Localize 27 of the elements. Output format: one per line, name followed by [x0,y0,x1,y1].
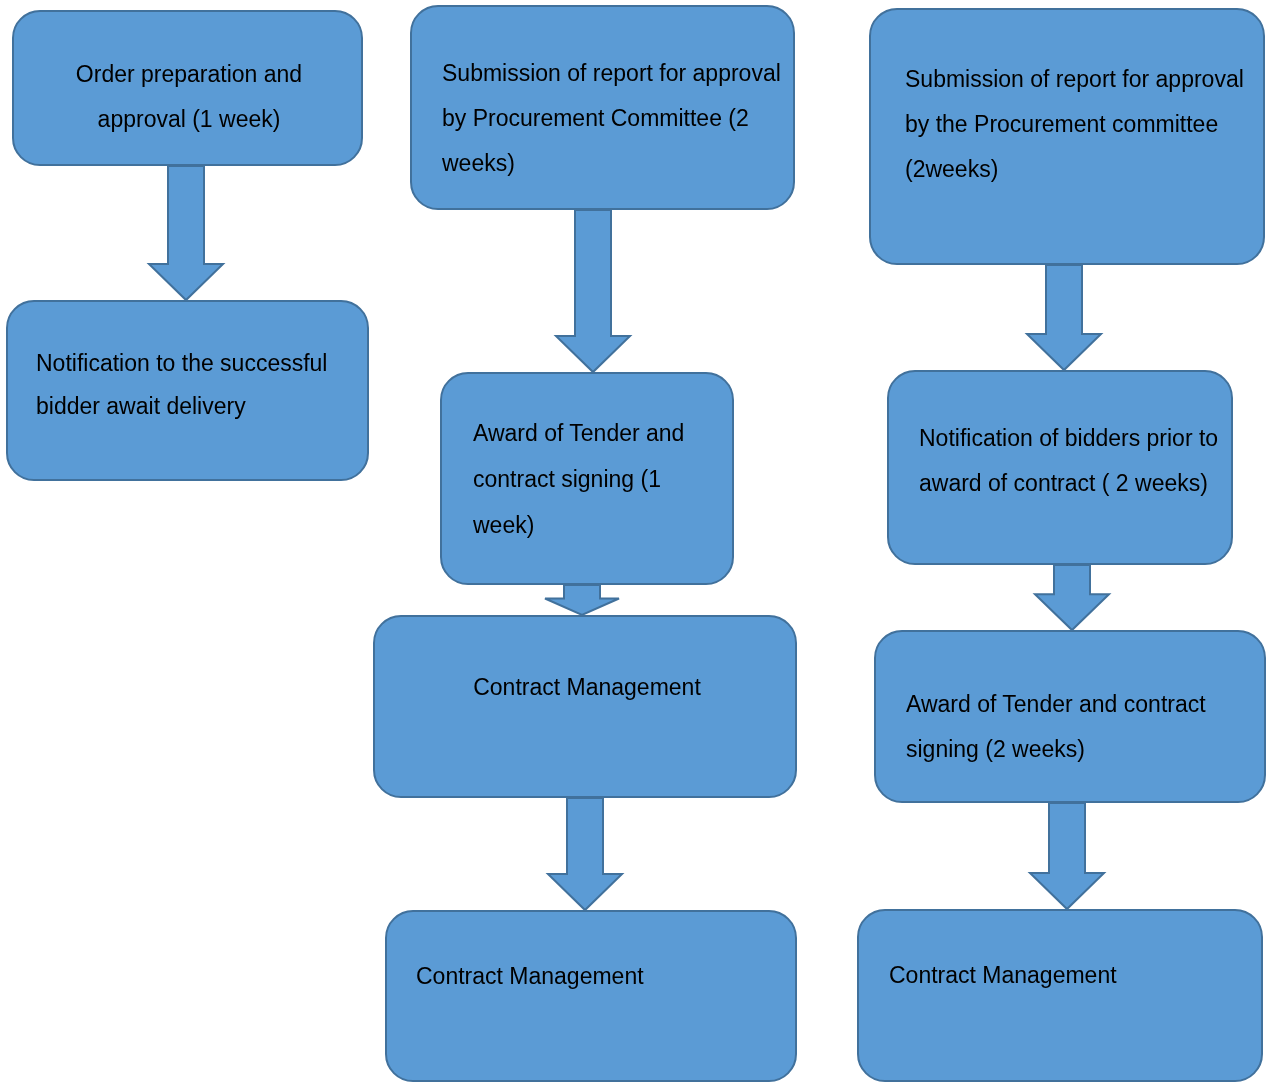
block-arrow [545,797,625,912]
process-box [857,909,1263,1082]
step-text: Contract Management [472,673,702,702]
step-text: Order preparation and approval (1 week) [74,60,304,134]
process-box [385,910,797,1082]
step-text: Submission of report for approval by the Procurement committee (2weeks) [905,65,1245,184]
step-text: Contract Management [416,962,645,991]
step-text: Award of Tender and contract signing (2 weeks) [906,690,1207,764]
block-arrow [1027,802,1107,911]
process-box [12,10,363,166]
block-arrow [1024,264,1104,372]
process-box [410,5,795,210]
step-text: Notification of bidders prior to award of contract ( 2 weeks) [919,424,1219,498]
process-box [440,372,734,585]
process-box [6,300,369,481]
step-text: Contract Management [889,961,1118,990]
process-box [869,8,1265,265]
process-box [874,630,1266,803]
step-text: Award of Tender and contract signing (1 week) [473,419,686,540]
step-text: Notification to the successful bidder await delivery [36,349,329,421]
process-box [373,615,797,798]
block-arrow [1032,564,1112,632]
block-arrow [544,584,620,617]
block-arrow [553,209,633,374]
block-arrow [146,165,226,302]
step-text: Submission of report for approval by Procurement Committee (2 weeks) [442,59,782,178]
process-box [887,370,1233,565]
